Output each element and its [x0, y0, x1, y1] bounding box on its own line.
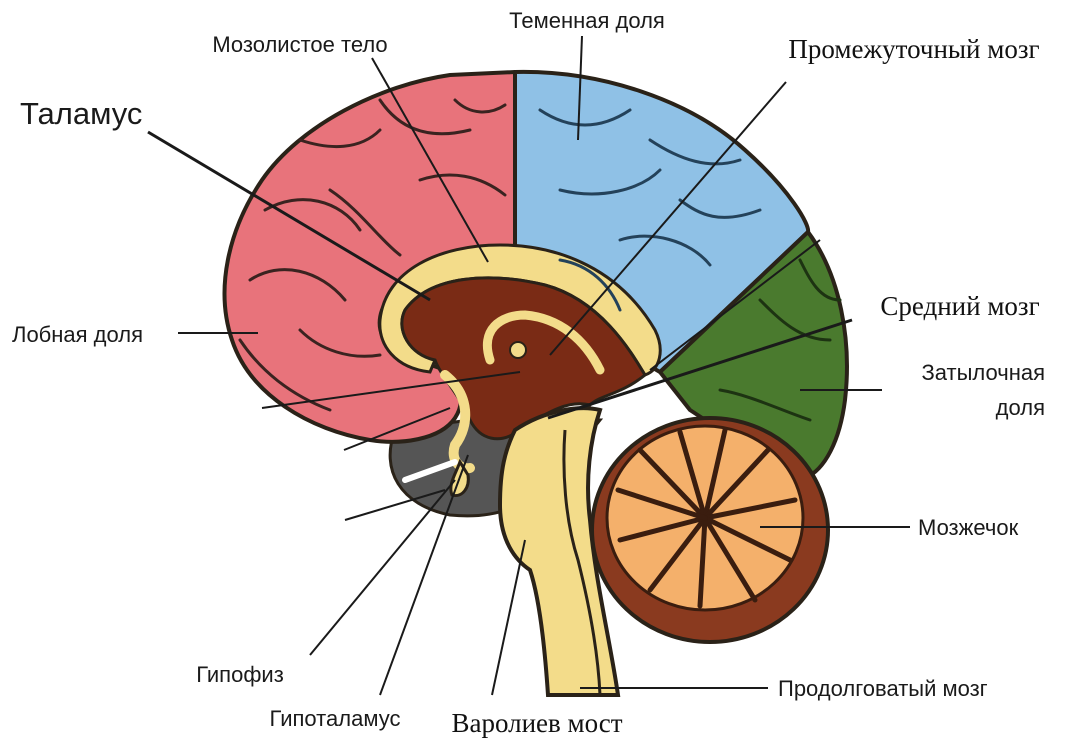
label-parietal: Теменная доля	[509, 8, 665, 33]
label-occipital-2: доля	[996, 395, 1045, 420]
label-frontal: Лобная доля	[12, 322, 143, 347]
leader-pituitary	[310, 480, 455, 655]
label-corpus-callosum: Мозолистое тело	[212, 32, 387, 57]
label-pituitary: Гипофиз	[196, 662, 284, 687]
label-hypothalamus: Гипоталамус	[270, 706, 401, 731]
label-pons: Варолиев мост	[451, 708, 622, 738]
label-diencephalon: Промежуточный мозг	[788, 34, 1039, 64]
label-occipital-1: Затылочная	[921, 360, 1045, 385]
label-medulla: Продолговатый мозг	[778, 676, 988, 701]
label-cerebellum: Мозжечок	[918, 515, 1019, 540]
label-midbrain: Средний мозг	[880, 291, 1039, 321]
leader-pons	[492, 540, 525, 695]
label-thalamus: Таламус	[20, 96, 142, 131]
thalamus-nucleus	[510, 342, 526, 358]
